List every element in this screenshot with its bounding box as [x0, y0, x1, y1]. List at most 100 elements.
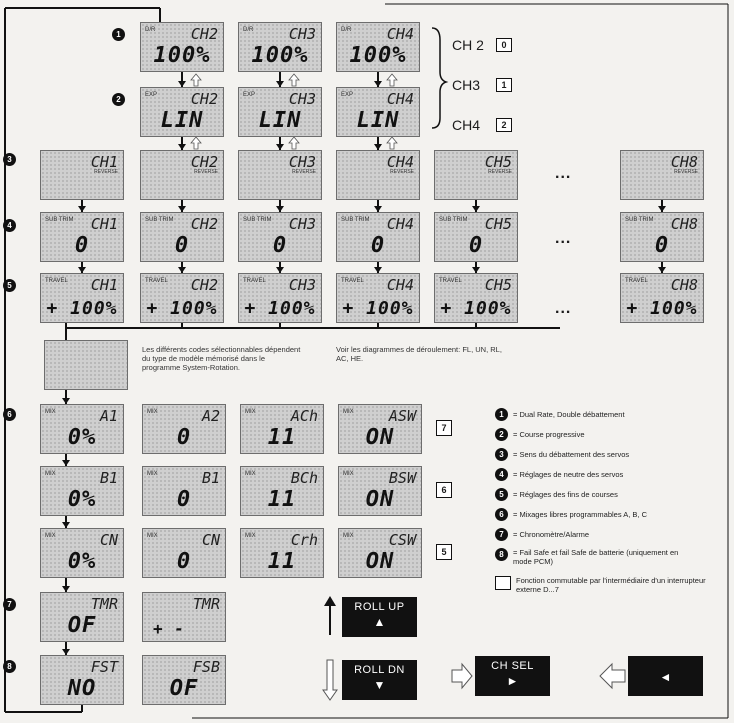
lcd-channel: BSW: [388, 469, 416, 487]
back-arrow-icon: [599, 662, 626, 690]
arrow-up-hollow-icon: [386, 136, 398, 150]
roll-up-key[interactable]: ROLL UP▲: [342, 597, 417, 637]
lcd-channel: CH8: [670, 153, 698, 171]
row-marker-4: 4: [3, 219, 16, 232]
row-marker-6: 6: [3, 408, 16, 421]
switch-box-6: 6: [436, 482, 452, 498]
ch-sel-key[interactable]: CH SEL►: [475, 656, 550, 696]
arrow-up-hollow-icon: [288, 73, 300, 87]
lcd-label: MIX: [45, 409, 56, 415]
lcd-channel: CH1: [90, 215, 118, 233]
lcd-value: 0: [272, 233, 288, 258]
lcd-value: LIN: [258, 108, 302, 133]
arrow-down-icon: [62, 649, 70, 655]
arrow-down-icon: [374, 144, 382, 150]
lcd-label: SUB TRIM: [625, 217, 654, 223]
dots-row5: ...: [555, 300, 572, 317]
lcd-sub: REVERSE: [292, 169, 316, 175]
ch-switch-label-3: CH3: [452, 77, 481, 93]
lcd-label: SUB TRIM: [439, 217, 468, 223]
lcd-value: ON: [365, 425, 395, 450]
triangle-right-icon: ►: [506, 674, 519, 688]
roll-up-arrow-icon: [324, 596, 336, 606]
row-marker-5: 5: [3, 279, 16, 292]
lcd-channel: CH4: [386, 90, 414, 108]
lcd-channel: TMR: [192, 595, 220, 613]
dots-row4: ...: [555, 230, 572, 247]
arrow-up-hollow-icon: [288, 136, 300, 150]
lcd-value: + 100%: [440, 298, 512, 319]
lcd-label: MIX: [245, 533, 256, 539]
lcd-value: 0%: [67, 549, 97, 574]
lcd-label: EXP: [145, 92, 158, 98]
arrow-up-hollow-icon: [190, 73, 202, 87]
diagrams-note: Voir les diagrammes de déroulement: FL, …: [336, 345, 502, 363]
arrow-down-icon: [472, 267, 480, 273]
arrow-up-hollow-icon: [190, 136, 202, 150]
lcd-channel: CH2: [190, 276, 218, 294]
arrow-down-icon: [62, 586, 70, 592]
lcd-channel: TMR: [90, 595, 118, 613]
lcd-timer-set: TMR+ -: [142, 592, 226, 642]
lcd-channel: CH3: [288, 90, 316, 108]
lcd-channel: BCh: [290, 469, 318, 487]
lcd-label: MIX: [343, 409, 354, 415]
lcd-channel: CSW: [388, 531, 416, 549]
lcd-label: D/R: [145, 27, 156, 33]
arrow-down-icon: [178, 81, 186, 87]
roll-dn-key[interactable]: ROLL DN▼: [342, 660, 417, 700]
lcd-label: TRAVEL: [625, 278, 648, 284]
legend-item-6: 6= Mixages libres programmables A, B, C: [495, 508, 647, 521]
lcd-channel: A1: [99, 407, 118, 425]
lcd-label: TRAVEL: [145, 278, 168, 284]
lcd-value: 11: [267, 425, 297, 450]
legend-item-3: 3= Sens du débattement des servos: [495, 448, 629, 461]
lcd-channel: CH3: [288, 153, 316, 171]
triangle-left-icon: ◄: [659, 670, 672, 684]
lcd-value: + 100%: [626, 298, 698, 319]
lcd-label: SUB TRIM: [45, 217, 74, 223]
lcd-value: LIN: [160, 108, 204, 133]
lcd-channel: CH5: [484, 153, 512, 171]
codes-note: Les différents codes sélectionnables dép…: [142, 345, 301, 372]
lcd-value: 0: [174, 233, 190, 258]
lcd-label: MIX: [147, 471, 158, 477]
lcd-value: 11: [267, 549, 297, 574]
lcd-channel: CN: [201, 531, 220, 549]
lcd-label: EXP: [341, 92, 354, 98]
legend-switch-box: Fonction commutable par l'intermédiaire …: [495, 576, 710, 594]
lcd-channel: CN: [99, 531, 118, 549]
arrow-down-icon: [62, 522, 70, 528]
lcd-label: SUB TRIM: [341, 217, 370, 223]
arrow-down-icon: [178, 144, 186, 150]
lcd-channel: CH8: [670, 276, 698, 294]
lcd-channel: CH4: [386, 276, 414, 294]
lcd-value: 0: [176, 549, 192, 574]
lcd-label: MIX: [45, 533, 56, 539]
lcd-channel: CH1: [90, 276, 118, 294]
dots-row3: ...: [555, 165, 572, 182]
back-key[interactable]: ◄: [628, 656, 703, 696]
lcd-label: MIX: [245, 409, 256, 415]
lcd-sub: REVERSE: [674, 169, 698, 175]
lcd-channel: CH2: [190, 90, 218, 108]
lcd-value: OF: [169, 676, 199, 701]
lcd-value: 0%: [67, 487, 97, 512]
lcd-channel: FSB: [192, 658, 220, 676]
lcd-label: TRAVEL: [341, 278, 364, 284]
lcd-label: SUB TRIM: [145, 217, 174, 223]
